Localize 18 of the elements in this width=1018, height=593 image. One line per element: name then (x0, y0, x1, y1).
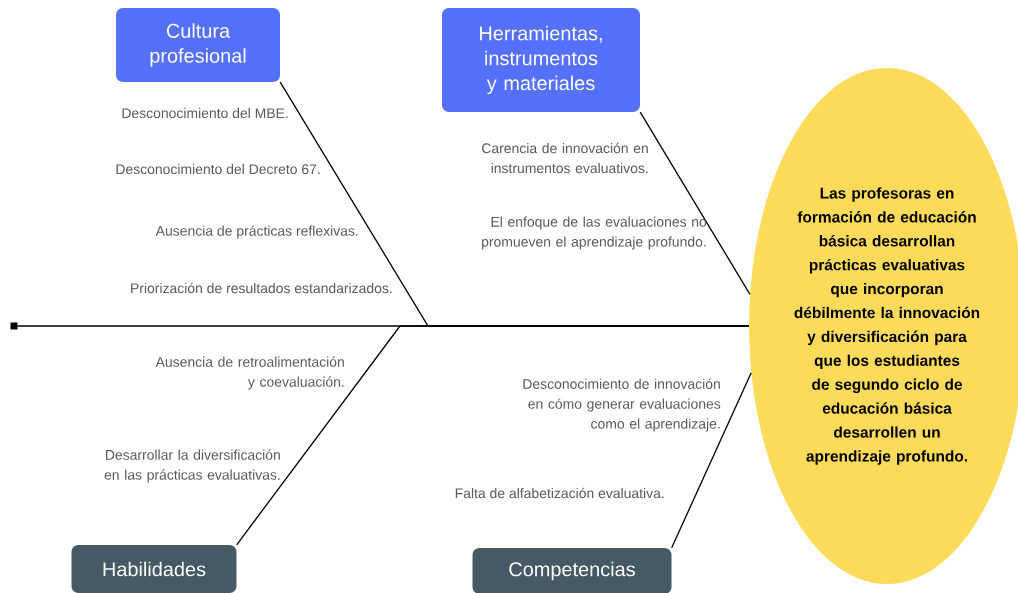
cause-text: Ausencia de retroalimentación y coevaluación. (155, 356, 344, 390)
cause-text: Falta de alfabetización evaluativa. (455, 487, 664, 499)
cause-text: Ausencia de prácticas reflexivas. (155, 225, 358, 239)
cause-text: Carencia de innovación en instrumentos evaluativos. (482, 142, 648, 174)
category-box: Habilidades (71, 545, 237, 593)
category-box: Herramientas, instrumentos y materiales (442, 8, 640, 112)
category-box: Cultura profesional (116, 8, 280, 82)
cause-text: Desconocimiento del Decreto 67. (116, 163, 320, 175)
cause-text: Priorización de resultados estandarizados. (131, 282, 392, 294)
category-box: Competencias (472, 548, 672, 593)
spine-end-marker (10, 322, 18, 330)
cause-text: Desarrollar la diversificación en las prácticas evaluativas. (104, 449, 280, 483)
bone-line (236, 325, 750, 546)
bone-line (639, 111, 751, 295)
cause-text: Desconocimiento del MBE. (122, 107, 288, 119)
bone-line (671, 372, 752, 549)
cause-text: El enfoque de las evaluaciones no promueven el aprendizaje profundo. (482, 216, 707, 250)
cause-text: Desconocimiento de innovación en cómo generar evaluaciones como el aprendizaje. (523, 378, 721, 432)
